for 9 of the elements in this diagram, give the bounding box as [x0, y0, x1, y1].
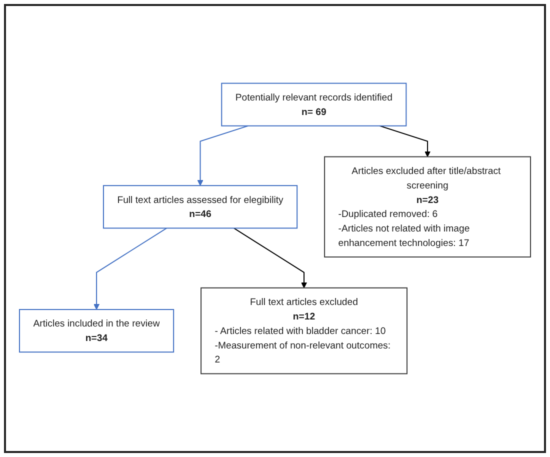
process-box: Full text articles excluded n=12 - Articles related with bladder cancer: 10 -Measurement of non-relevant outcomes: 2 — [200, 287, 408, 374]
process-box: Full text articles assessed for elegibility n=46 — [102, 185, 298, 229]
arrow — [197, 125, 248, 186]
process-box: Potentially relevant records identified n= 69 — [221, 82, 407, 126]
arrow — [380, 125, 431, 158]
arrow — [234, 228, 308, 288]
process-box: Articles included in the review n=34 — [18, 309, 174, 353]
arrow — [94, 228, 167, 310]
process-box: Articles excluded after title/abstract screening n=23 -Duplicated removed: 6 -Articles not related with image enhancement technologies: 17 — [324, 156, 532, 258]
